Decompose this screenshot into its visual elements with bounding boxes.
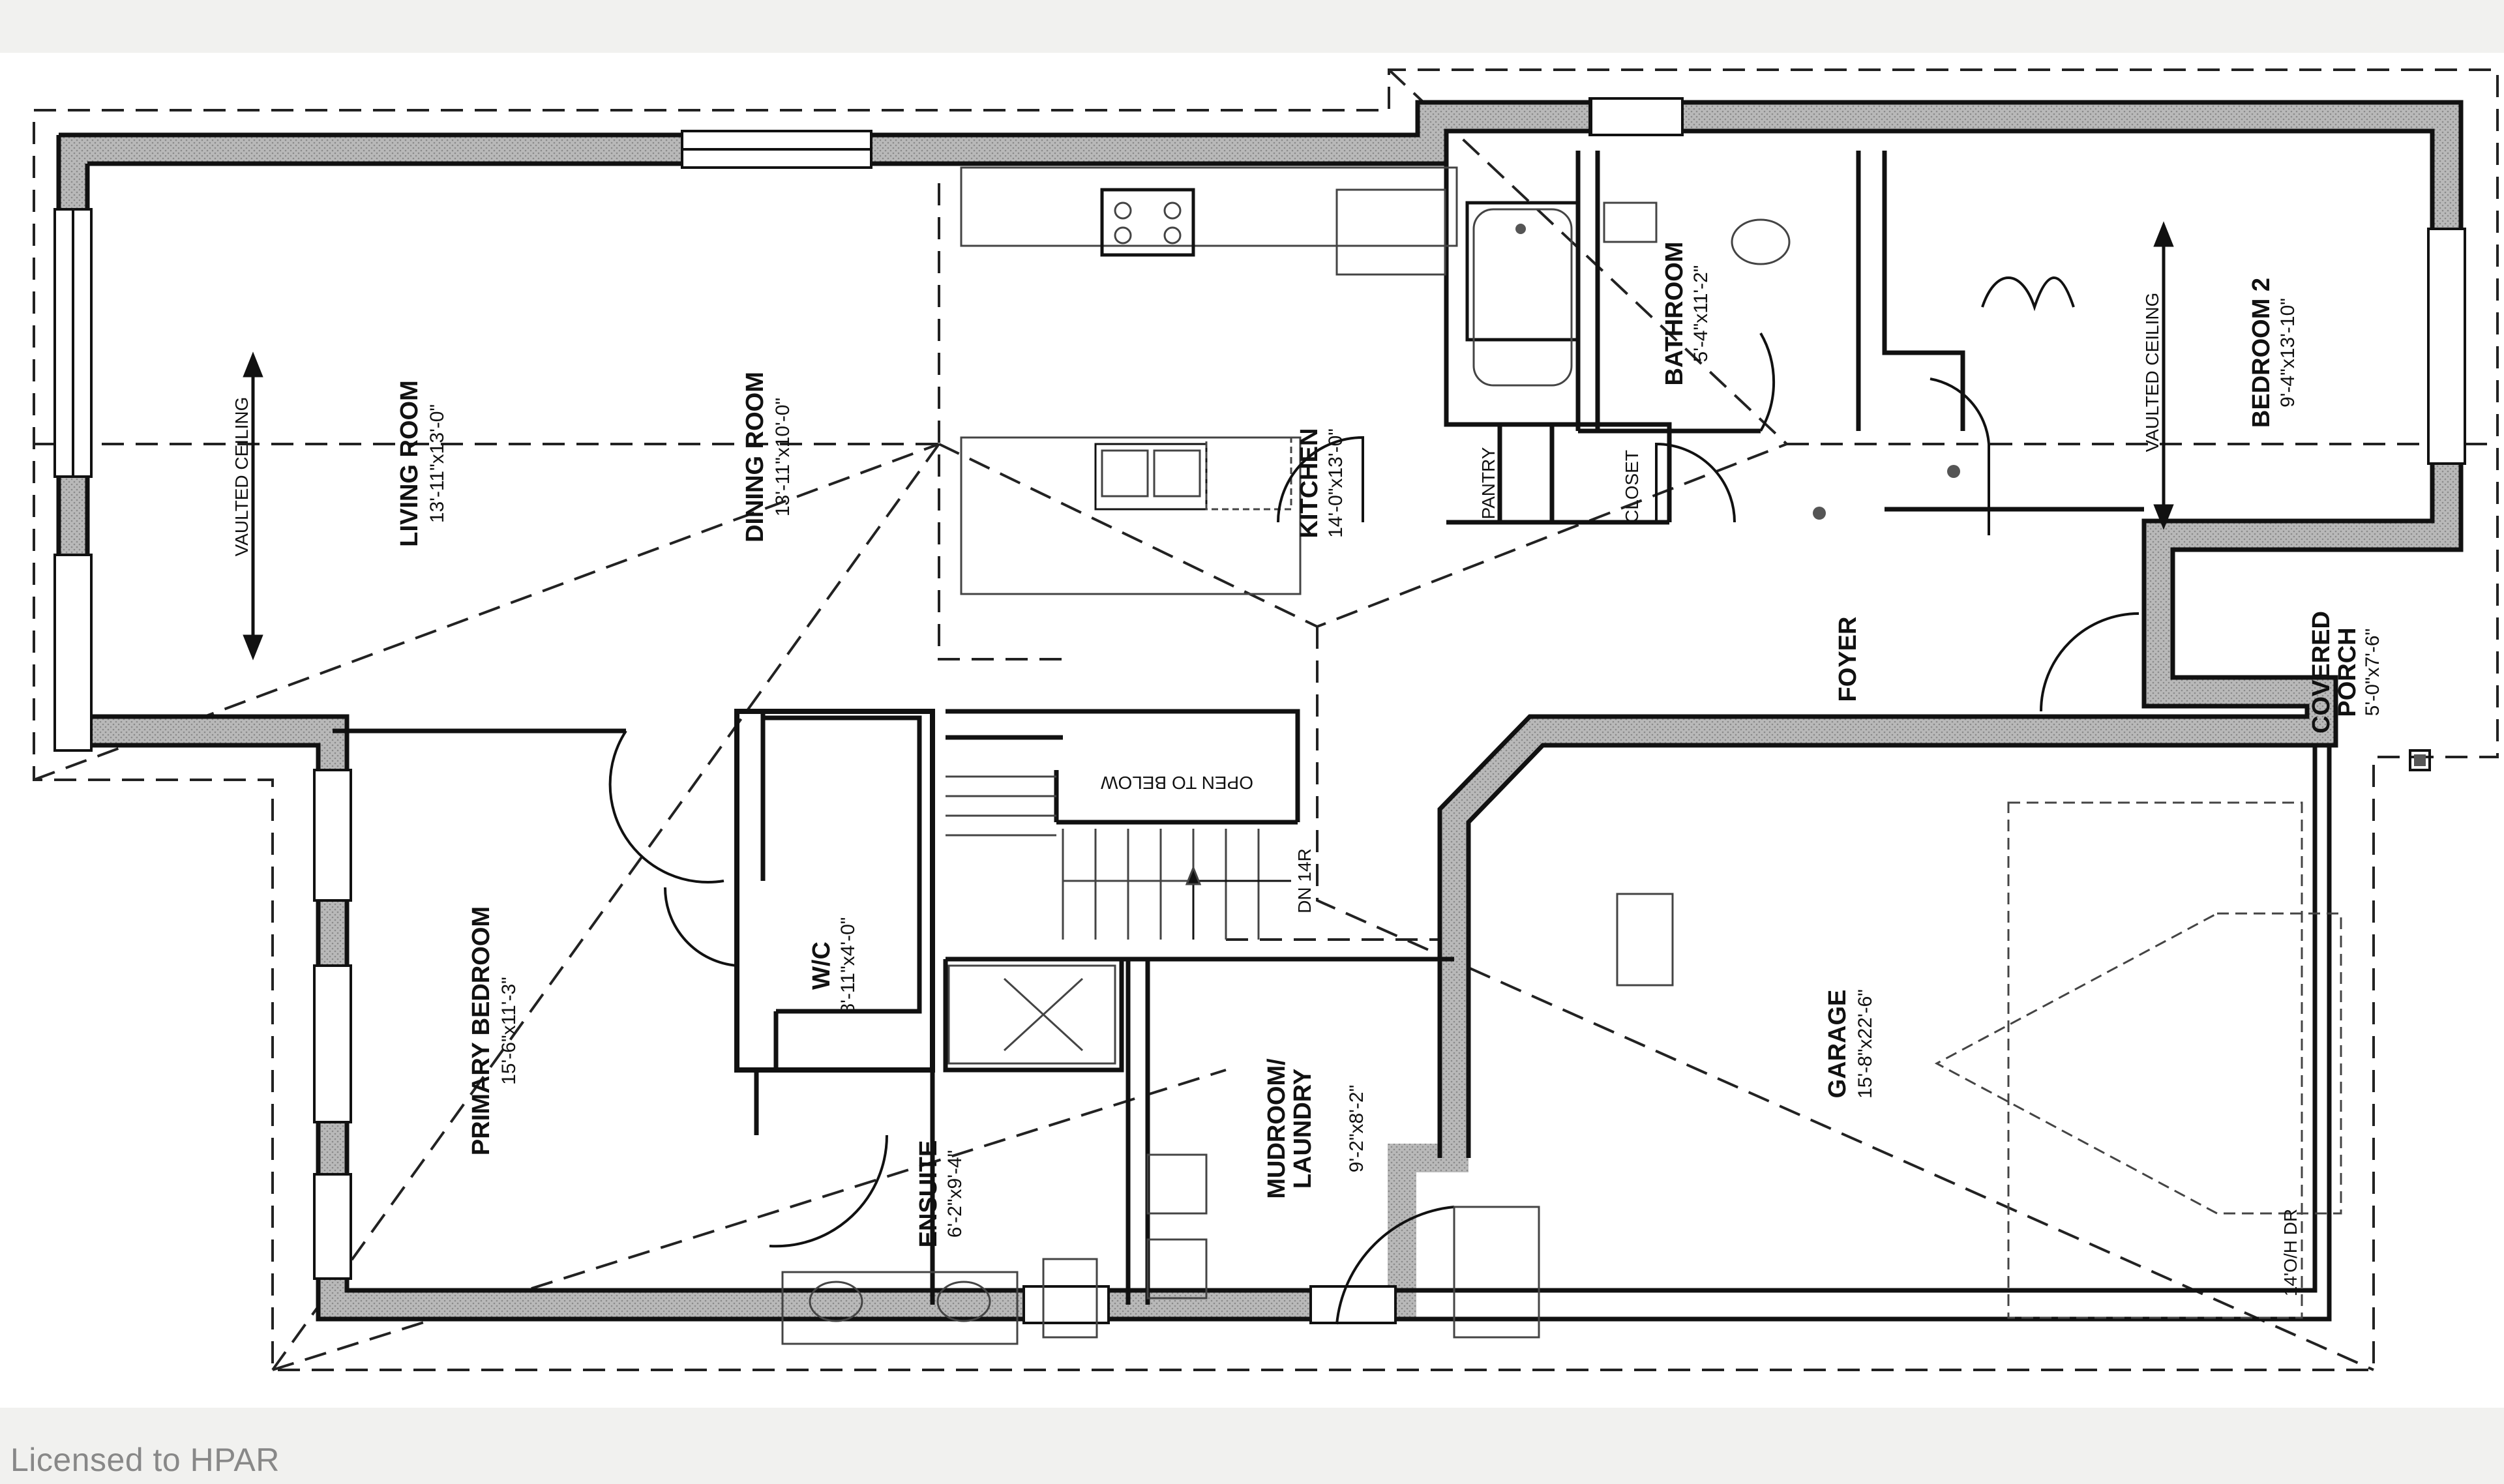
- door-swings: [608, 276, 2139, 1339]
- plan-markers: [1515, 224, 2431, 771]
- bathroom-fixtures: [781, 201, 1791, 1345]
- dining-room-dims: 13'-11"x10'-0": [772, 398, 794, 516]
- bedroom-2-name: BEDROOM 2: [2248, 278, 2275, 428]
- pantry-name: PANTRY: [1478, 447, 1498, 519]
- room-labels: LIVING ROOM 13'-11"x13'-0" DINING ROOM 1…: [396, 242, 2383, 1248]
- vaulted-ceiling-bedroom-note: VAULTED CEILING: [2142, 293, 2162, 453]
- bathroom-name: BATHROOM: [1661, 242, 1688, 386]
- mudroom-dims: 9'-2"x8'-2": [1346, 1085, 1367, 1172]
- living-room-name: LIVING ROOM: [396, 380, 423, 546]
- covered-porch-name: COVERED: [2308, 611, 2335, 734]
- kitchen-name: KITCHEN: [1296, 428, 1323, 539]
- ensuite-dims: 6'-2"x9'-4": [944, 1150, 966, 1238]
- license-watermark: Licensed to HPAR: [10, 1442, 280, 1478]
- mudroom-name: MUDROOM/: [1263, 1058, 1290, 1199]
- covered-porch-name-2: PORCH: [2334, 627, 2361, 717]
- living-room-dims: 13'-11"x13'-0": [426, 404, 448, 523]
- wic-dims: 8'-11"x4'-0": [837, 917, 859, 1015]
- floor-plan-drawing: LIVING ROOM 13'-11"x13'-0" DINING ROOM 1…: [33, 68, 2499, 1371]
- wic-name: W/C: [808, 942, 835, 990]
- garage-name: GARAGE: [1824, 990, 1851, 1099]
- vaulted-arrows: [243, 221, 2174, 660]
- dining-room-name: DINING ROOM: [741, 372, 769, 542]
- foyer-name: FOYER: [1834, 617, 1862, 702]
- closet-name: CLOSET: [1622, 450, 1642, 523]
- staircase: [946, 775, 1291, 1065]
- bathroom-dims: 5'-4"x11'-2": [1690, 265, 1712, 363]
- mudroom-name-2: LAUNDRY: [1289, 1069, 1317, 1189]
- garage-door-outline: [1616, 801, 2342, 1319]
- floor-plan-sheet: LIVING ROOM 13'-11"x13'-0" DINING ROOM 1…: [0, 53, 2504, 1408]
- covered-porch-dims: 5'-0"x7'-6": [2362, 629, 2383, 716]
- open-to-below-note: OPEN TO BELOW: [1100, 773, 1253, 793]
- primary-bedroom-name: PRIMARY BEDROOM: [468, 906, 495, 1155]
- plan-notes: VAULTED CEILING VAULTED CEILING OPEN TO …: [231, 293, 2301, 1297]
- primary-bedroom-dims: 15'-6"x11'-3": [498, 977, 520, 1085]
- garage-dims: 15'-8"x22'-6": [1855, 989, 1876, 1099]
- kitchen-fixtures: [960, 166, 1458, 595]
- roof-outline: [33, 68, 2499, 1371]
- ensuite-name: ENSUITE: [915, 1140, 942, 1248]
- vaulted-ceiling-living-note: VAULTED CEILING: [231, 397, 252, 557]
- windows: [53, 97, 2466, 1324]
- bedroom-2-dims: 9'-4"x13'-10": [2277, 298, 2299, 408]
- garage-door-note: 14'O/H DR: [2280, 1209, 2301, 1297]
- stair-note: DN 14R: [1294, 848, 1315, 913]
- kitchen-dims: 14'-0"x13'-0": [1325, 428, 1347, 538]
